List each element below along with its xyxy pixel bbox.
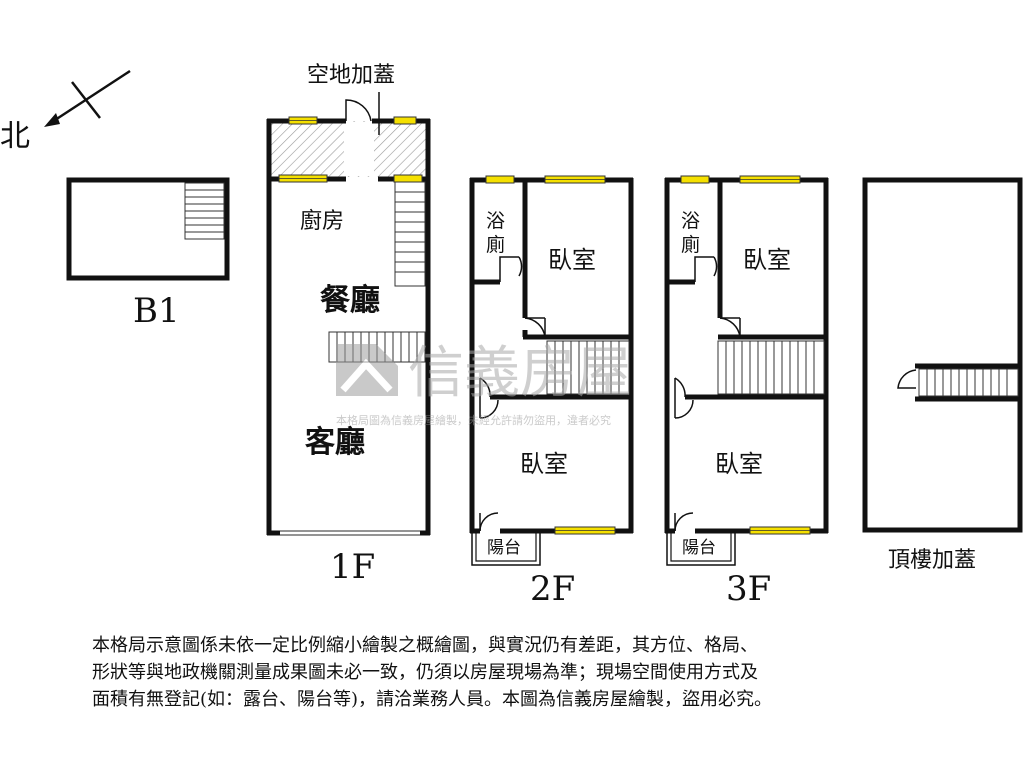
disclaimer-line-2: 形狀等與地政機關測量成果圖未必一致，仍須以房屋現場為準；現場空間使用方式及	[92, 662, 758, 683]
b1-label: B1	[133, 291, 180, 331]
floor-roof: 頂樓加蓋	[862, 177, 1023, 573]
disclaimer-line-3: 面積有無登記(如：露台、陽台等)，請洽業務人員。本圖為信義房屋繪製，盜用必究。	[92, 689, 773, 710]
3f-bedroom-bottom-label: 臥室	[715, 450, 763, 478]
floor-b1: B1	[66, 177, 230, 331]
north-arrow-head	[44, 113, 60, 127]
roof-label: 頂樓加蓋	[888, 548, 976, 573]
2f-bath-label-2: 廁	[486, 233, 505, 256]
roof-door	[897, 369, 917, 389]
watermark-brand: 信義房屋	[408, 341, 632, 406]
3f-bedroom-top-label: 臥室	[743, 246, 791, 274]
window	[680, 175, 710, 184]
dining-label: 餐廳	[320, 283, 380, 318]
2f-label: 2F	[530, 569, 575, 609]
watermark-notice: 本格局圖為信義房屋繪製，未經允許請勿盜用，違者必究	[336, 413, 611, 427]
roof-outline	[862, 177, 1023, 533]
2f-bedroom-door	[524, 317, 546, 338]
2f-balcony	[471, 533, 541, 566]
2f-stairs	[546, 340, 630, 395]
3f-balcony	[666, 533, 736, 566]
2f-bath-label-1: 浴	[486, 210, 505, 232]
b1-outline	[66, 177, 230, 281]
3f-bath-label-2: 廁	[681, 233, 700, 256]
2f-balcony-label: 陽台	[487, 538, 521, 558]
floor-1f: 空地加蓋	[266, 63, 431, 587]
2f-bath-door	[499, 256, 523, 282]
brand-logo-icon	[336, 344, 398, 396]
3f-balcony-label: 陽台	[682, 538, 716, 558]
disclaimer-text: 本格局示意圖係未依一定比例縮小繪製之概繪圖，與實況仍有差距，其方位、格局、 形狀…	[92, 632, 952, 713]
3f-label: 3F	[726, 569, 771, 609]
1f-label: 1F	[330, 547, 375, 587]
window	[485, 175, 515, 184]
living-label: 客廳	[305, 425, 365, 460]
1f-stairs-upper	[394, 181, 426, 287]
floor-2f: 浴 廁 臥室 臥室 陽台 2F	[469, 175, 634, 609]
floor-3f: 浴 廁 臥室 臥室 陽台 3F	[664, 175, 829, 609]
north-label: 北	[0, 119, 30, 154]
compass: 北	[0, 69, 131, 154]
3f-bath-door	[694, 256, 718, 282]
north-arrow-crossbar	[71, 81, 101, 119]
kitchen-label: 廚房	[300, 209, 344, 234]
north-arrow-line	[51, 69, 131, 124]
3f-bedroom-door	[719, 317, 741, 338]
extension-door	[345, 99, 372, 122]
window	[393, 174, 423, 183]
roof-stairs	[918, 368, 1019, 397]
disclaimer-line-1: 本格局示意圖係未依一定比例縮小繪製之概繪圖，與實況仍有差距，其方位、格局、	[92, 635, 758, 656]
3f-stairs	[717, 340, 825, 395]
window	[393, 116, 417, 125]
watermark: 信義房屋 本格局圖為信義房屋繪製，未經允許請勿盜用，違者必究	[336, 341, 632, 427]
b1-stairs	[184, 182, 225, 240]
2f-bedroom-top-label: 臥室	[548, 246, 596, 274]
extension-label: 空地加蓋	[307, 63, 395, 88]
2f-bedroom-bottom-label: 臥室	[520, 450, 568, 478]
3f-bath-label-1: 浴	[681, 210, 700, 232]
